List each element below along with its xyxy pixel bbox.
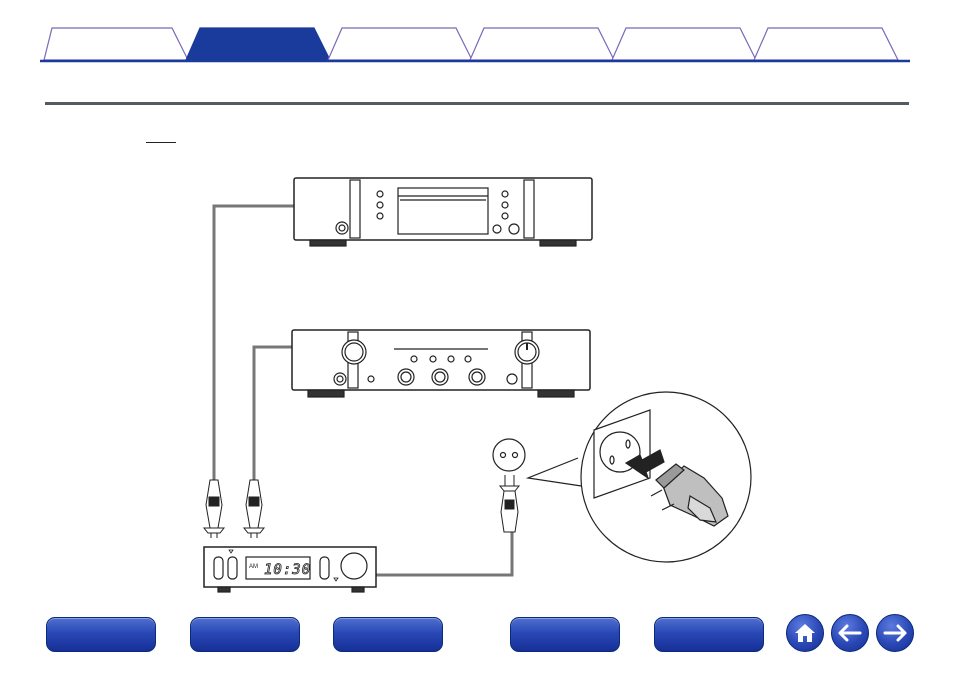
timer-time-readout: 10:30 xyxy=(264,562,311,578)
section-divider xyxy=(45,102,909,105)
footer-button-4[interactable] xyxy=(510,617,620,652)
amplifier xyxy=(291,329,591,398)
wall-socket-icon xyxy=(492,438,526,472)
footer-button-3[interactable] xyxy=(333,617,443,652)
home-icon xyxy=(795,624,815,642)
arrow-left-icon xyxy=(838,624,862,642)
cd-player xyxy=(293,177,593,247)
plug-timer xyxy=(498,475,521,533)
arrow-right-icon xyxy=(883,624,907,642)
home-button[interactable] xyxy=(786,614,824,652)
plug-insert-detail xyxy=(580,391,752,563)
tab-1[interactable] xyxy=(43,27,189,61)
forward-button[interactable] xyxy=(876,614,914,652)
power-cords xyxy=(212,204,514,577)
plug-cd xyxy=(202,479,226,538)
footer-button-1[interactable] xyxy=(46,617,156,652)
tab-bar xyxy=(40,27,910,63)
plug-amp xyxy=(242,479,266,538)
footer-button-2[interactable] xyxy=(190,617,300,652)
back-button[interactable] xyxy=(831,614,869,652)
callout-pointer xyxy=(525,457,589,488)
timer-am-label: AM xyxy=(249,564,258,570)
footer-button-5[interactable] xyxy=(654,617,764,652)
link-underline[interactable] xyxy=(146,130,176,143)
timer-unit xyxy=(203,546,377,593)
